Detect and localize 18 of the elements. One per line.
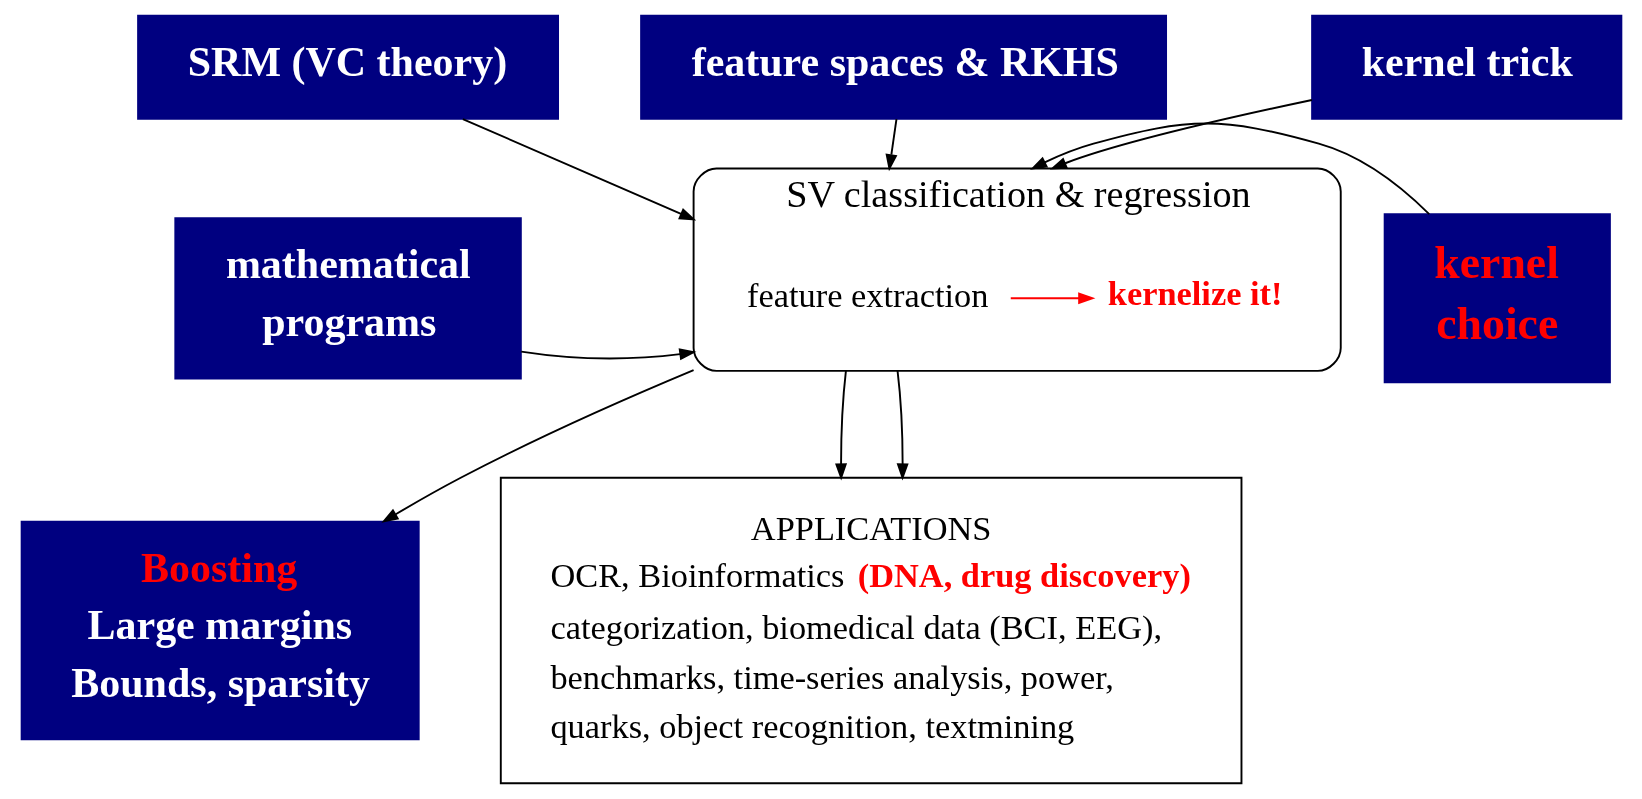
arrow bbox=[834, 369, 847, 481]
node-text: feature extraction bbox=[746, 275, 988, 314]
node-box: kernel trick bbox=[1310, 14, 1622, 120]
node-box: feature spaces & RKHS bbox=[639, 14, 1167, 120]
arrow bbox=[519, 348, 696, 361]
node-box: Boosting Large margins Bounds, sparsity bbox=[20, 520, 420, 741]
arrow bbox=[380, 369, 695, 523]
node-box: mathematical programs bbox=[173, 217, 522, 380]
node-box: SRM (VC theory) bbox=[136, 14, 559, 120]
arrow bbox=[461, 118, 696, 221]
node-text: kernelize it! bbox=[1107, 273, 1282, 312]
arrow bbox=[1009, 292, 1095, 305]
arrow bbox=[1029, 122, 1430, 216]
arrow bbox=[1049, 99, 1313, 170]
node-box: APPLICATIONS OCR, Bioinformatics (DNA, drug discovery) categorization, biomedical data (BCI, EEG), benchmarks, time-series analysis, power, quarks, object recognition, textmining bbox=[499, 476, 1242, 785]
node-box: kernel choice bbox=[1383, 213, 1611, 384]
arrow bbox=[896, 369, 909, 481]
arrow bbox=[884, 118, 897, 172]
